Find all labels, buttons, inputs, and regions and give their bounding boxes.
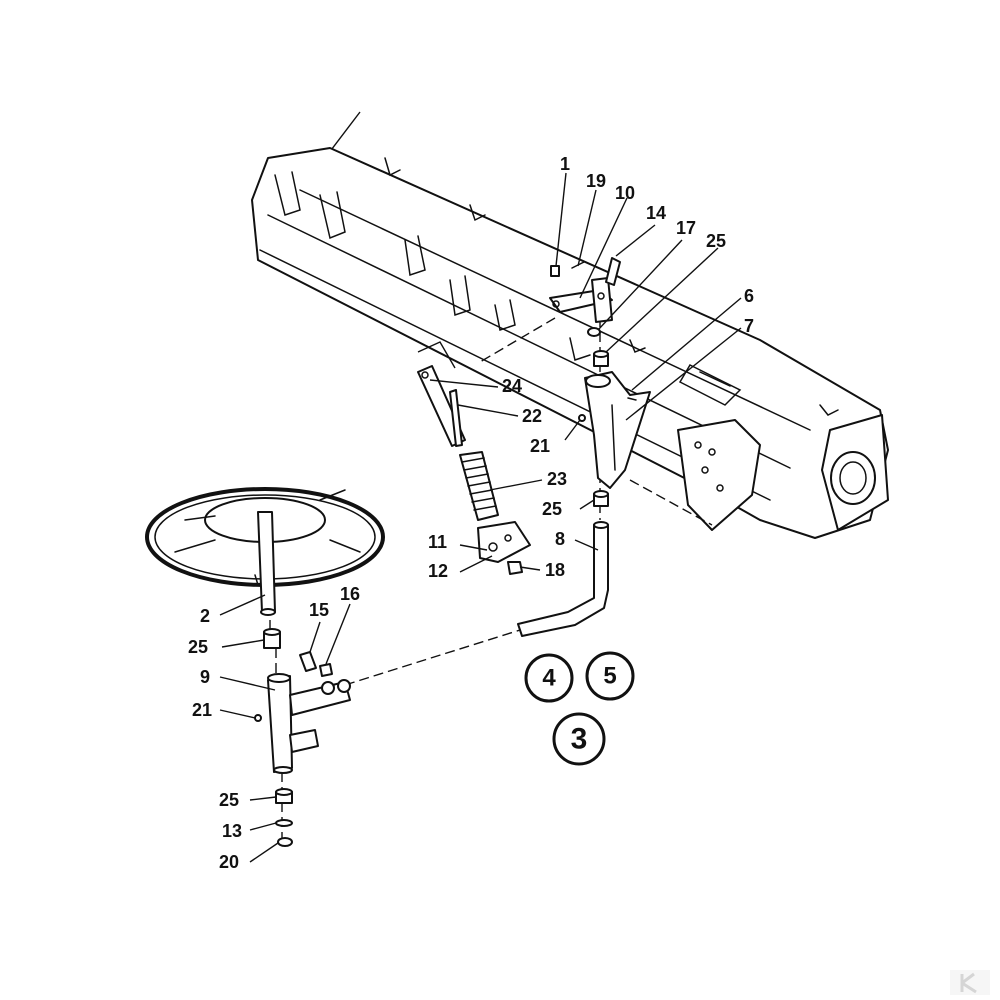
variant-3-ring	[552, 712, 606, 766]
callout-13: 13	[222, 821, 242, 841]
callout-17: 17	[676, 218, 696, 238]
callout-24: 24	[502, 376, 522, 396]
variant-3-label: 3	[571, 723, 588, 756]
bracket-and-rod	[517, 371, 651, 637]
callout-labels: 1 19 10 14 17 25 6 7 24 22 21 23 25 8 11…	[188, 154, 754, 872]
callout-22: 22	[522, 406, 542, 426]
callout-14: 14	[646, 203, 666, 223]
callout-12: 12	[428, 561, 448, 581]
callout-25: 25	[188, 637, 208, 657]
callout-18: 18	[545, 560, 565, 580]
hinge-assembly	[549, 257, 621, 367]
callout-25: 25	[542, 499, 562, 519]
assembly-lines	[269, 302, 713, 840]
callout-19: 19	[586, 171, 606, 191]
variant-4-ring	[524, 653, 574, 703]
callout-8: 8	[555, 529, 565, 549]
variant-4-label: 4	[542, 665, 556, 692]
callout-7: 7	[744, 316, 754, 336]
callout-23: 23	[547, 469, 567, 489]
callout-21: 21	[192, 700, 212, 720]
callout-25: 25	[706, 231, 726, 251]
variant-5-label: 5	[603, 663, 616, 690]
rake-wheel	[145, 487, 385, 616]
callout-1: 1	[560, 154, 570, 174]
main-frame-beam	[251, 111, 889, 539]
callout-15: 15	[309, 600, 329, 620]
pivot-tube-assembly	[254, 414, 586, 847]
callout-20: 20	[219, 852, 239, 872]
callout-16: 16	[340, 584, 360, 604]
variant-indicators: 4 5 3	[524, 651, 635, 766]
callout-10: 10	[615, 183, 635, 203]
callout-25: 25	[219, 790, 239, 810]
callout-11: 11	[428, 532, 447, 552]
callout-2: 2	[200, 606, 210, 626]
leader-lines	[219, 172, 742, 863]
callout-6: 6	[744, 286, 754, 306]
spring-link-assembly	[417, 365, 531, 575]
callout-21: 21	[530, 436, 550, 456]
corner-logo	[950, 970, 990, 995]
variant-5-ring	[585, 651, 635, 701]
callout-9: 9	[200, 667, 210, 687]
